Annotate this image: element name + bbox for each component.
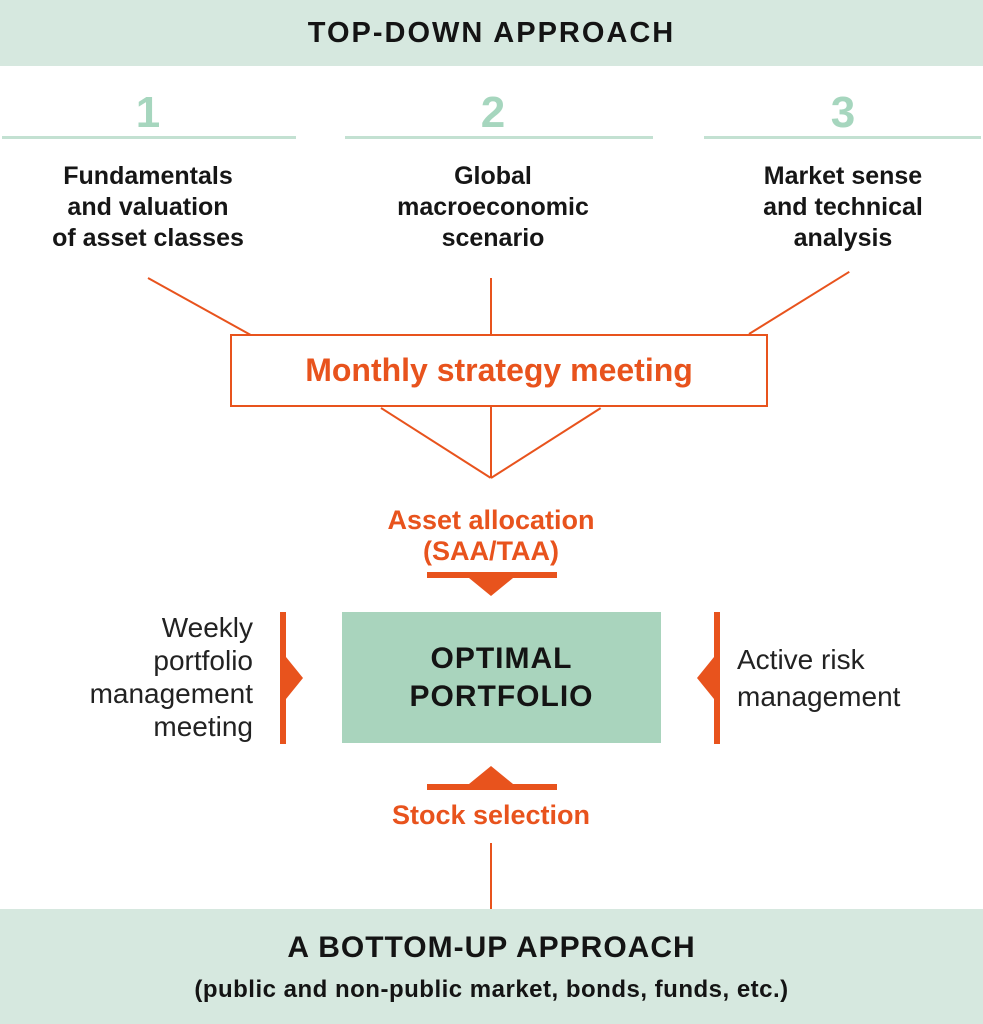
step-1-underline	[2, 136, 296, 139]
optimal-portfolio-label: OPTIMAL PORTFOLIO	[409, 641, 594, 713]
top-down-banner: TOP-DOWN APPROACH	[0, 0, 983, 66]
step-2-label: Global macroeconomic scenario	[397, 162, 589, 252]
arrow-down-icon	[469, 578, 513, 596]
arrow-down-bar	[427, 572, 557, 578]
top-down-banner-title: TOP-DOWN APPROACH	[307, 16, 676, 49]
bottom-up-banner-subtitle: (public and non-public market, bonds, fu…	[194, 976, 789, 1003]
arrow-right-icon	[286, 657, 303, 699]
connector-step2-line	[490, 278, 492, 334]
bottom-connector-line	[490, 843, 492, 909]
arrow-up-icon	[469, 766, 513, 784]
stock-selection-label: Stock selection	[391, 800, 591, 830]
monthly-strategy-meeting-box: Monthly strategy meeting	[230, 334, 768, 407]
arrow-left-icon	[697, 657, 714, 699]
step-3-label: Market sense and technical analysis	[763, 162, 923, 252]
bottom-up-banner-title: A BOTTOM-UP APPROACH	[287, 931, 696, 964]
connector-step3-line	[748, 270, 850, 335]
bottom-up-banner: A BOTTOM-UP APPROACH (public and non-pub…	[0, 909, 983, 1024]
funnel-right-line	[490, 407, 602, 479]
monthly-strategy-meeting-label: Monthly strategy meeting	[305, 352, 693, 388]
optimal-portfolio-box: OPTIMAL PORTFOLIO	[342, 612, 661, 743]
step-1-label: Fundamentals and valuation of asset clas…	[52, 162, 244, 252]
step-2-underline	[345, 136, 653, 139]
step-1-number: 1	[135, 88, 161, 137]
arrow-up-bar	[427, 784, 557, 790]
step-3-number: 3	[830, 88, 856, 137]
asset-allocation-label: Asset allocation (SAA/TAA)	[387, 505, 595, 566]
arrow-left-bar	[714, 612, 720, 744]
active-risk-note: Active risk management	[737, 644, 901, 712]
funnel-center-line	[490, 407, 492, 478]
connector-step1-line	[147, 277, 252, 337]
step-3-underline	[704, 136, 981, 139]
weekly-meeting-note: Weekly portfolio management meeting	[89, 612, 253, 742]
step-2-number: 2	[480, 88, 506, 137]
funnel-left-line	[380, 407, 492, 479]
arrow-right-bar	[280, 612, 286, 744]
